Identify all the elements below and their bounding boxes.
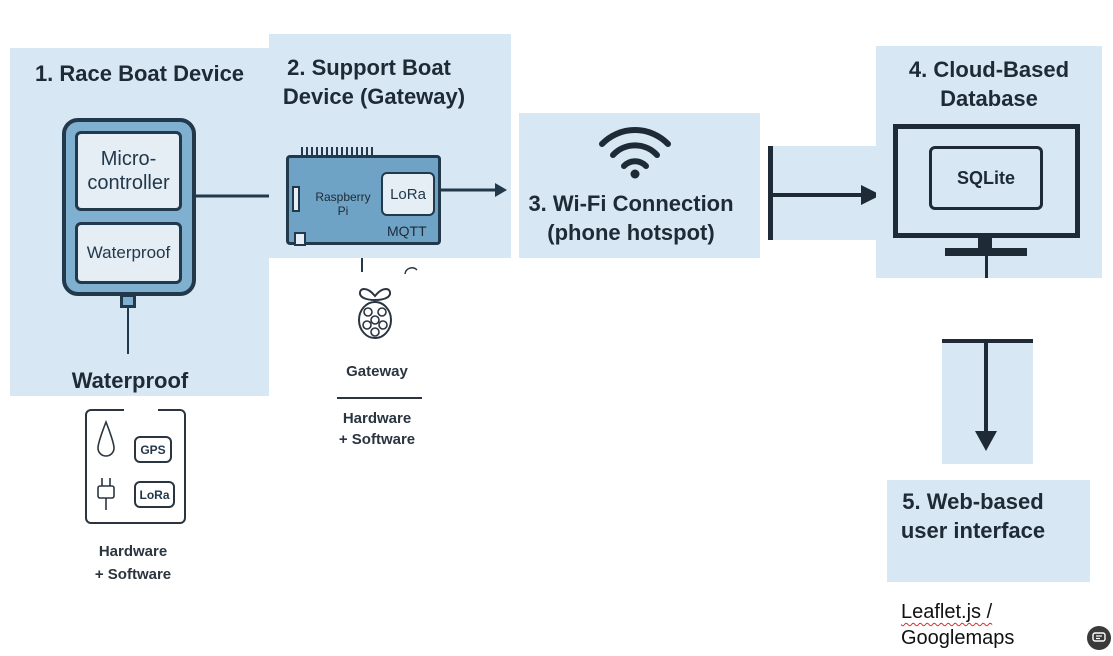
board-slot bbox=[292, 186, 300, 212]
wifi-panel bbox=[519, 113, 760, 258]
wifi-title-line2: (phone hotspot) bbox=[547, 220, 715, 245]
gps-chip: GPS bbox=[134, 436, 172, 463]
gateway-lora-label: LoRa bbox=[390, 185, 426, 203]
arrow-cloud-to-web bbox=[975, 343, 997, 451]
arrow-support-to-wifi bbox=[441, 183, 507, 197]
support-hw-line2: + Software bbox=[338, 431, 416, 448]
down-connector-bar bbox=[942, 339, 1033, 343]
antenna-line bbox=[127, 307, 129, 354]
gps-chip-label: GPS bbox=[140, 442, 166, 457]
wifi-title-line1: 3. Wi-Fi Connection bbox=[528, 191, 734, 216]
web-caption-line2: Googlemaps bbox=[901, 627, 1015, 649]
microcontroller-box: Micro- controller bbox=[75, 131, 182, 211]
support-boat-title-line1: 2. Support Boat bbox=[287, 55, 451, 80]
race-boat-title: 1. Race Boat Device bbox=[34, 61, 245, 86]
chat-bubble-icon[interactable] bbox=[1087, 626, 1111, 650]
web-title-line2: user interface bbox=[900, 518, 1046, 543]
monitor-cable bbox=[985, 256, 988, 278]
water-drop-icon bbox=[97, 419, 115, 457]
waterproof-inner-label: Waterproof bbox=[86, 243, 171, 262]
gateway-lora-box: LoRa bbox=[381, 172, 435, 216]
web-caption-line1: Leaflet.js / bbox=[901, 601, 993, 623]
mqtt-label: MQTT bbox=[387, 223, 427, 239]
race-boat-hw-line1: Hardware bbox=[98, 543, 168, 560]
raspberry-pi-label: Raspberry Pi bbox=[315, 190, 371, 218]
arrow-wifi-to-cloud bbox=[771, 185, 881, 205]
gateway-caption: Gateway bbox=[346, 363, 408, 380]
cloud-title-line1: 4. Cloud-Based bbox=[908, 57, 1070, 82]
connector-bar bbox=[768, 146, 773, 240]
board-port bbox=[294, 232, 306, 246]
waterproof-inner-box: Waterproof bbox=[75, 222, 182, 284]
waterproof-caption: Waterproof bbox=[71, 368, 189, 393]
raspberry-pi-board bbox=[286, 155, 441, 245]
hardware-card-notch bbox=[124, 407, 158, 413]
support-boat-title-line2: Device (Gateway) bbox=[282, 84, 466, 109]
raspberry-logo-icon bbox=[358, 288, 392, 339]
circle-mark-icon bbox=[404, 267, 418, 275]
lora-chip: LoRa bbox=[134, 481, 175, 508]
gateway-divider bbox=[337, 397, 422, 399]
plug-icon bbox=[97, 478, 115, 510]
sqlite-label: SQLite bbox=[956, 167, 1015, 188]
wifi-icon bbox=[599, 127, 671, 179]
web-title-line1: 5. Web-based bbox=[902, 489, 1044, 514]
sqlite-box: SQLite bbox=[929, 146, 1043, 210]
gateway-stem bbox=[361, 258, 363, 272]
support-hw-line1: Hardware bbox=[342, 410, 412, 427]
lora-chip-label: LoRa bbox=[139, 487, 170, 502]
gpio-pins-icon bbox=[301, 147, 373, 157]
cloud-title-line2: Database bbox=[940, 86, 1038, 111]
race-boat-hw-line2: + Software bbox=[94, 566, 172, 583]
monitor-stand bbox=[978, 236, 992, 250]
web-panel bbox=[887, 480, 1090, 582]
device-connector bbox=[120, 294, 136, 308]
microcontroller-label: Micro- controller bbox=[87, 148, 170, 194]
monitor-base bbox=[945, 248, 1027, 256]
